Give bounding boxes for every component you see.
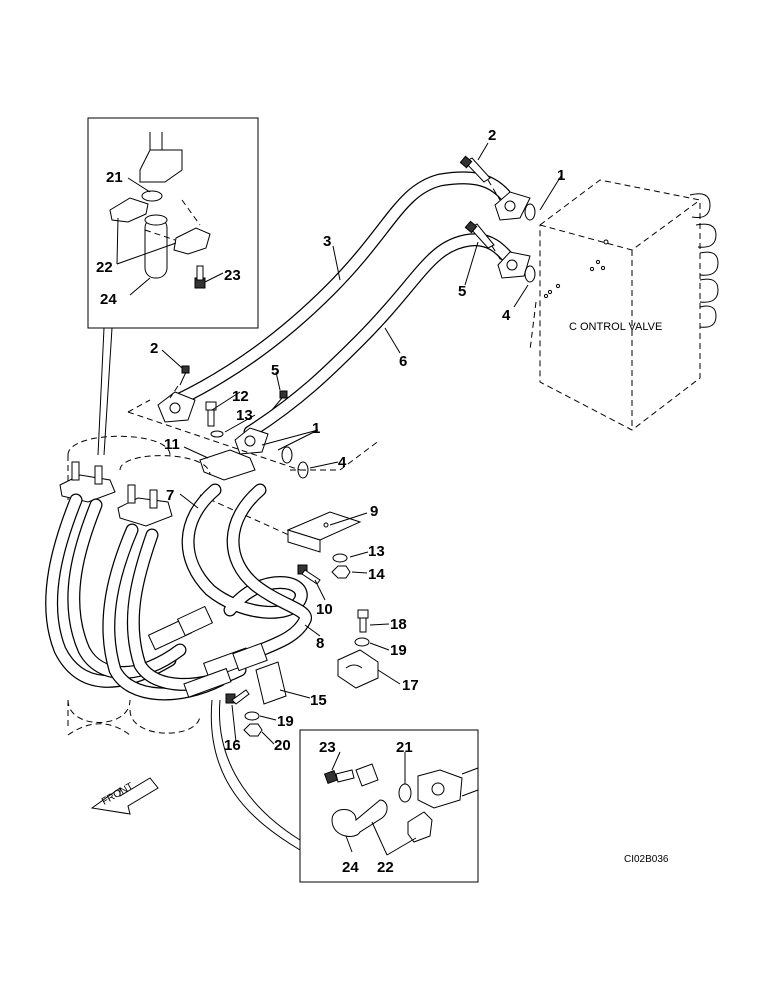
- callout-6: 6: [399, 353, 407, 370]
- bolt-5-lower: [279, 390, 288, 399]
- callout-16: 16: [224, 737, 241, 754]
- callout-1-lower: 1: [312, 420, 320, 437]
- callout-23-bottom: 23: [319, 739, 336, 756]
- oring-1-lower: [281, 446, 293, 464]
- callout-17: 17: [402, 677, 419, 694]
- flange-mid-right: [497, 251, 536, 283]
- callout-19: 19: [390, 642, 407, 659]
- callout-22-bottom: 22: [377, 859, 394, 876]
- fitting-left-b: [117, 484, 173, 527]
- nut-14: [331, 565, 351, 579]
- detail-box-top: [87, 117, 259, 329]
- leader-lines: [116, 142, 562, 856]
- flange-top-right: [494, 191, 536, 221]
- washer-19-upper: [354, 637, 370, 647]
- flange-lower-left-6: [234, 427, 269, 455]
- bolt-18: [357, 609, 369, 633]
- callout-12: 12: [232, 388, 249, 405]
- callout-10: 10: [316, 601, 333, 618]
- flange-lower-left-3: [157, 391, 196, 423]
- swing-motors: [67, 435, 211, 736]
- callout-21-bottom: 21: [396, 739, 413, 756]
- callout-9: 9: [370, 503, 378, 520]
- callout-24-top: 24: [100, 291, 117, 308]
- detail-box-bottom: [299, 729, 479, 883]
- bolt-12: [205, 401, 217, 427]
- callout-3: 3: [323, 233, 331, 250]
- callout-2: 2: [488, 127, 496, 144]
- bolt-2-top: [459, 155, 491, 183]
- callout-15: 15: [310, 692, 327, 709]
- clamp-17: [337, 649, 379, 689]
- callout-24-bottom: 24: [342, 859, 359, 876]
- callout-8: 8: [316, 635, 324, 652]
- bracket-15: [255, 661, 287, 705]
- bolt-10: [297, 564, 321, 585]
- callout-5-lower: 5: [271, 362, 279, 379]
- clamp-11: [199, 449, 256, 481]
- control-valve: C ONTROL VALVE: [539, 179, 719, 431]
- washer-19-lower: [244, 711, 260, 721]
- callout-22-top: 22: [96, 259, 113, 276]
- callout-18: 18: [390, 616, 407, 633]
- callout-13-lower: 13: [368, 543, 385, 560]
- tube-6: [243, 233, 519, 439]
- callout-23-top: 23: [224, 267, 241, 284]
- callout-11: 11: [164, 436, 180, 453]
- callout-13: 13: [236, 407, 253, 424]
- tube-8: [226, 483, 312, 662]
- nut-20: [243, 723, 263, 737]
- washer-13-upper: [210, 430, 224, 438]
- hose-fittings: [147, 605, 268, 698]
- control-valve-label: C ONTROL VALVE: [569, 321, 662, 333]
- drawing-code: CI02B036: [624, 854, 669, 865]
- callout-20: 20: [274, 737, 291, 754]
- oring-4-lower: [297, 461, 309, 479]
- callout-5: 5: [458, 283, 466, 300]
- callout-14: 14: [368, 566, 385, 583]
- tube-7: [181, 483, 308, 619]
- callout-21-top: 21: [106, 169, 123, 186]
- callout-numbers: 2 1 3 5 4 6 2 5 12 13 1 11 4 7 9 13 14 1…: [96, 127, 565, 876]
- bolt-5-top: [464, 220, 495, 249]
- callout-4-lower: 4: [338, 454, 347, 471]
- bracket-9: [286, 511, 362, 553]
- bolt-16: [225, 689, 250, 705]
- tube-3: [171, 171, 512, 407]
- callout-1: 1: [557, 167, 565, 184]
- callout-7: 7: [166, 487, 174, 504]
- washer-13-lower: [332, 553, 348, 563]
- callout-2-lower: 2: [150, 340, 158, 357]
- front-arrow-icon: FRONT: [90, 777, 159, 815]
- callout-19-lower: 19: [277, 713, 294, 730]
- callout-4: 4: [502, 307, 511, 324]
